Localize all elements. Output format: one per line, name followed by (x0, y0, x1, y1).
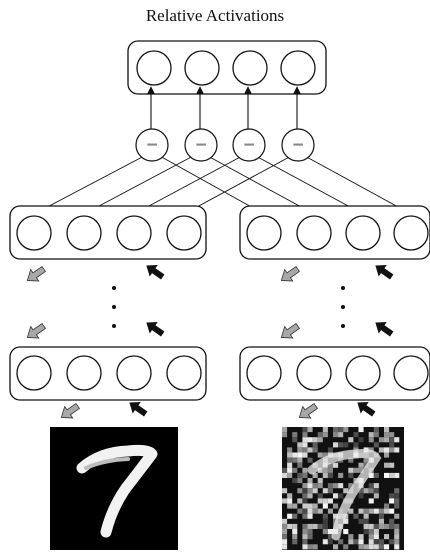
neuron (16, 215, 52, 251)
layer-box (9, 205, 207, 260)
output-neuron (280, 50, 316, 86)
neuron (246, 215, 282, 251)
right-upper-layer (239, 205, 430, 260)
output-layer (127, 40, 327, 95)
output-neuron (232, 50, 268, 86)
neuron (16, 355, 52, 391)
subtract-layer: − − − − (135, 128, 315, 162)
minus-icon: − (292, 135, 303, 156)
subtract-unit: − (232, 128, 266, 162)
neuron (393, 215, 429, 251)
diagram-title: Relative Activations (145, 6, 285, 25)
neuron (345, 355, 381, 391)
output-neuron (136, 50, 172, 86)
clean-input-image (50, 427, 178, 550)
continuation-dots (112, 286, 345, 328)
left-lower-layer (9, 346, 207, 401)
subtract-unit: − (184, 128, 218, 162)
subtract-unit: − (281, 128, 315, 162)
neuron (66, 215, 102, 251)
neuron (296, 215, 332, 251)
layer-box (9, 346, 207, 401)
right-lower-layer (239, 346, 430, 401)
noisy-digit-stroke (307, 449, 382, 541)
neuron (166, 215, 202, 251)
neuron (246, 355, 282, 391)
neuron (166, 355, 202, 391)
neuron (393, 355, 429, 391)
neuron (345, 215, 381, 251)
minus-icon: − (146, 135, 157, 156)
connection-lines (33, 154, 412, 215)
left-upper-layer (9, 205, 207, 260)
neuron (66, 355, 102, 391)
layer-box (239, 205, 430, 260)
layer-box (239, 346, 430, 401)
black-arrow-icon (129, 264, 394, 417)
minus-icon: − (195, 135, 206, 156)
neuron (116, 355, 152, 391)
neuron (116, 215, 152, 251)
output-neuron (184, 50, 220, 86)
gray-arrow-icon (26, 265, 319, 419)
neuron (296, 355, 332, 391)
subtract-to-output-arrows (147, 86, 301, 129)
noisy-input-image (282, 427, 404, 550)
minus-icon: − (243, 135, 254, 156)
output-layer-box (127, 40, 327, 95)
subtract-unit: − (135, 128, 169, 162)
